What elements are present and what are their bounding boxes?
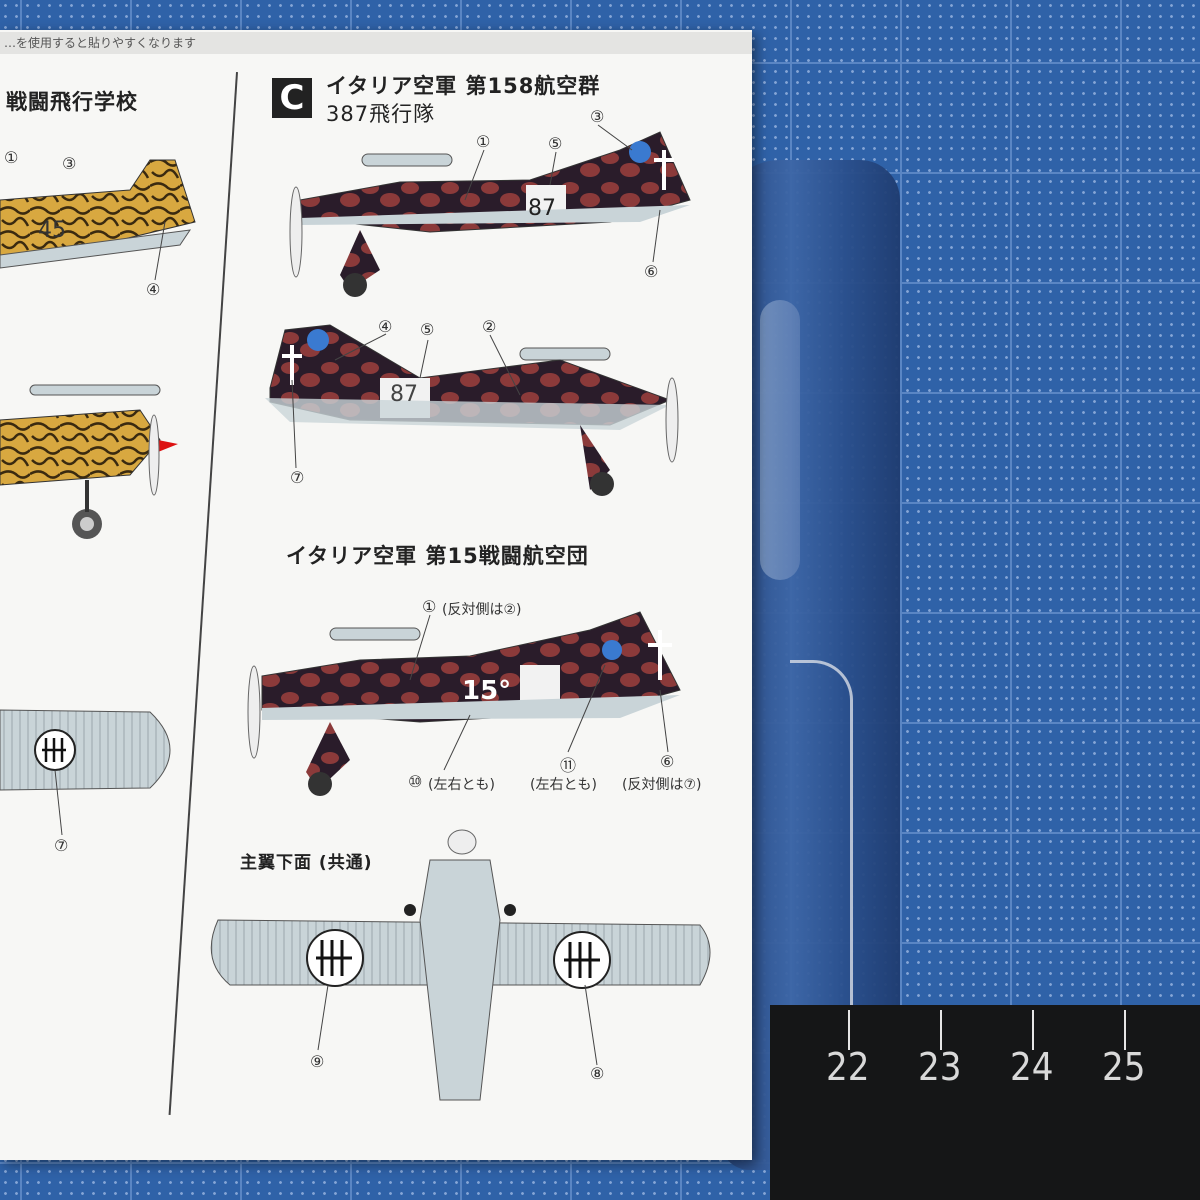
section-letter-box: C xyxy=(272,78,312,118)
callout-9e: ⑨ xyxy=(310,1052,325,1071)
callout-6d: ⑥ xyxy=(660,752,675,771)
callout-11d-note: (左右とも) xyxy=(530,777,597,793)
ruler-tick xyxy=(1124,1010,1126,1050)
callout-6b: ⑥ xyxy=(644,262,659,281)
ruler-tick xyxy=(848,1010,850,1050)
ruler-label: 25 xyxy=(1102,1045,1146,1089)
section-title-line2: 387飛行隊 xyxy=(326,102,436,126)
callout-10d: ⑩ xyxy=(408,772,423,791)
bag-highlight xyxy=(760,300,800,580)
ruler-label: 22 xyxy=(826,1045,870,1089)
plane-d xyxy=(247,611,681,796)
callout-1a: ① xyxy=(4,148,19,167)
left-wing-underside xyxy=(0,709,171,791)
plane-c-2 xyxy=(265,324,679,496)
ruler xyxy=(770,1005,1200,1200)
callout-3b: ③ xyxy=(590,107,605,126)
yellow-biplane-side xyxy=(0,159,196,269)
callout-3a: ③ xyxy=(62,154,77,173)
ruler-label: 23 xyxy=(918,1045,962,1089)
underside-title: 主翼下面 (共通) xyxy=(240,853,373,873)
ruler-label: 24 xyxy=(1010,1045,1054,1089)
callout-2c: ② xyxy=(482,317,497,336)
code-15: 15° xyxy=(462,676,512,706)
top-strip-text: …を使用すると貼りやすくなります xyxy=(0,32,752,54)
plane-c-1 xyxy=(289,131,691,297)
code-87-second: 87 xyxy=(390,382,418,407)
callout-5b: ⑤ xyxy=(548,134,563,153)
callout-10d-note: (左右とも) xyxy=(428,777,495,793)
callout-leader-lines xyxy=(54,124,669,1066)
code-87-top: 87 xyxy=(528,196,556,221)
second-section-title: イタリア空軍 第15戦闘航空団 xyxy=(286,544,589,568)
left-heading: 戦闘飛行学校 xyxy=(6,90,138,114)
underside-top-view xyxy=(210,829,711,1101)
ruler-tick xyxy=(1032,1010,1034,1050)
callout-1b: ① xyxy=(476,132,491,151)
callout-4a: ④ xyxy=(146,280,161,299)
callout-11d: ⑪ xyxy=(560,756,577,775)
callout-8e: ⑧ xyxy=(590,1064,605,1083)
callout-5c: ⑤ xyxy=(420,320,435,339)
callout-7a: ⑦ xyxy=(54,836,69,855)
code-left: 45 xyxy=(38,218,66,243)
callout-7c: ⑦ xyxy=(290,468,305,487)
yellow-biplane-front xyxy=(0,384,178,539)
ruler-tick xyxy=(940,1010,942,1050)
callout-4c: ④ xyxy=(378,317,393,336)
callout-1d: ① xyxy=(422,597,437,616)
callout-6d-note: (反対側は⑦) xyxy=(622,777,702,793)
callout-1d-note: (反対側は②) xyxy=(442,602,522,618)
section-title-line1: イタリア空軍 第158航空群 xyxy=(326,74,601,98)
